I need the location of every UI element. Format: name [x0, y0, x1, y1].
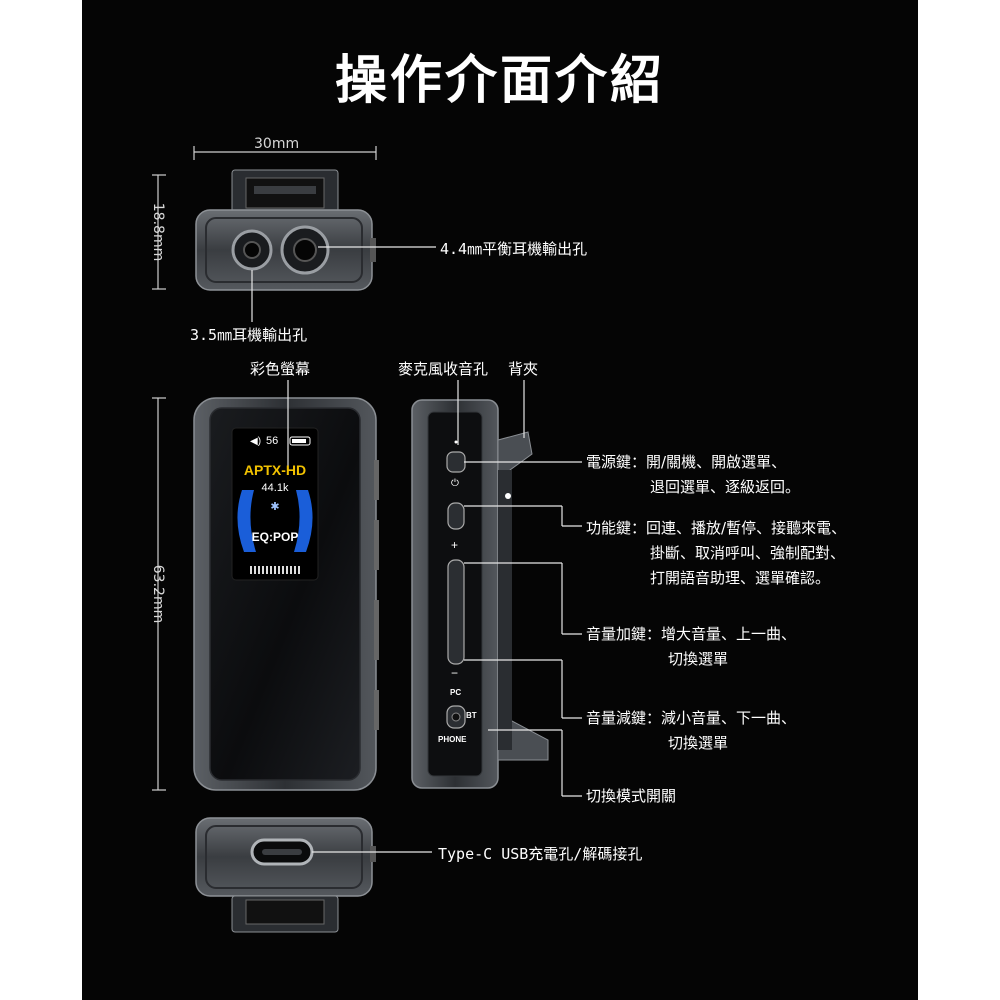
side-view-device	[411, 399, 549, 789]
height-dimension: 18.8mm	[150, 202, 166, 262]
function-key-name: 功能鍵	[586, 519, 632, 537]
sample-rate-text: 44.1k	[261, 482, 289, 494]
volume-down-line1: 減小音量、下一曲、	[661, 709, 797, 727]
volume-up-name: 音量加鍵	[586, 625, 647, 643]
jack-35-label: 3.5㎜耳機輸出孔	[190, 326, 308, 344]
power-key-name: 電源鍵	[586, 453, 632, 471]
minus-mark: −	[451, 666, 459, 680]
mode-switch-name: 切換模式開關	[586, 787, 677, 805]
bottom-view-device	[195, 817, 376, 933]
leader-lines	[251, 246, 582, 853]
color-screen-label: 彩色螢幕	[250, 360, 311, 378]
function-key-desc: 功能鍵：回連、播放/暫停、接聽來電、 掛斷、取消呼叫、強制配對、 打開語音助理、…	[586, 516, 846, 591]
mic-label: 麥克風收音孔	[398, 360, 489, 378]
codec-text: APTX-HD	[243, 462, 307, 478]
length-dimension: 63.2mm	[150, 564, 166, 624]
volume-up-desc: 音量加鍵：增大音量、上一曲、 切換選單	[586, 622, 796, 672]
volume-down-name: 音量減鍵	[586, 709, 647, 727]
volume-down-line2: 切換選單	[668, 734, 729, 752]
power-icon: ⏻	[451, 478, 459, 489]
type-c-label: Type-C USB充電孔/解碼接孔	[438, 845, 643, 863]
volume-up-line1: 增大音量、上一曲、	[661, 625, 797, 643]
top-view-device	[195, 169, 376, 291]
bt-mark: BT	[466, 711, 477, 720]
pc-mark: PC	[450, 688, 462, 697]
bluetooth-icon: ✱	[270, 501, 280, 513]
power-key-line1: 開/關機、開啟選單、	[646, 453, 787, 471]
volume-down-desc: 音量減鍵：減小音量、下一曲、 切換選單	[586, 706, 796, 756]
function-key-line1: 回連、播放/暫停、接聽來電、	[646, 519, 847, 537]
volume-value: 56	[266, 435, 279, 447]
mode-switch-desc: 切換模式開關	[586, 784, 676, 809]
speaker-icon: ◀)	[250, 436, 262, 447]
function-key-line3: 打開語音助理、選單確認。	[650, 569, 831, 587]
clip-label: 背夾	[508, 360, 539, 378]
phone-mark: PHONE	[438, 735, 467, 744]
power-key-line2: 退回選單、逐級返回。	[650, 478, 801, 496]
function-key-line2: 掛斷、取消呼叫、強制配對、	[650, 544, 846, 562]
plus-mark: +	[451, 538, 459, 552]
volume-up-line2: 切換選單	[668, 650, 729, 668]
front-view-device	[193, 397, 379, 791]
dimension-lines	[152, 146, 377, 791]
power-key-desc: 電源鍵：開/關機、開啟選單、 退回選單、逐級返回。	[586, 450, 800, 500]
eq-text: EQ:POP	[251, 530, 299, 544]
width-dimension: 30mm	[254, 136, 300, 152]
balanced-jack-label: 4.4㎜平衡耳機輸出孔	[440, 240, 588, 258]
page-title: 操作介面介紹	[334, 51, 665, 111]
